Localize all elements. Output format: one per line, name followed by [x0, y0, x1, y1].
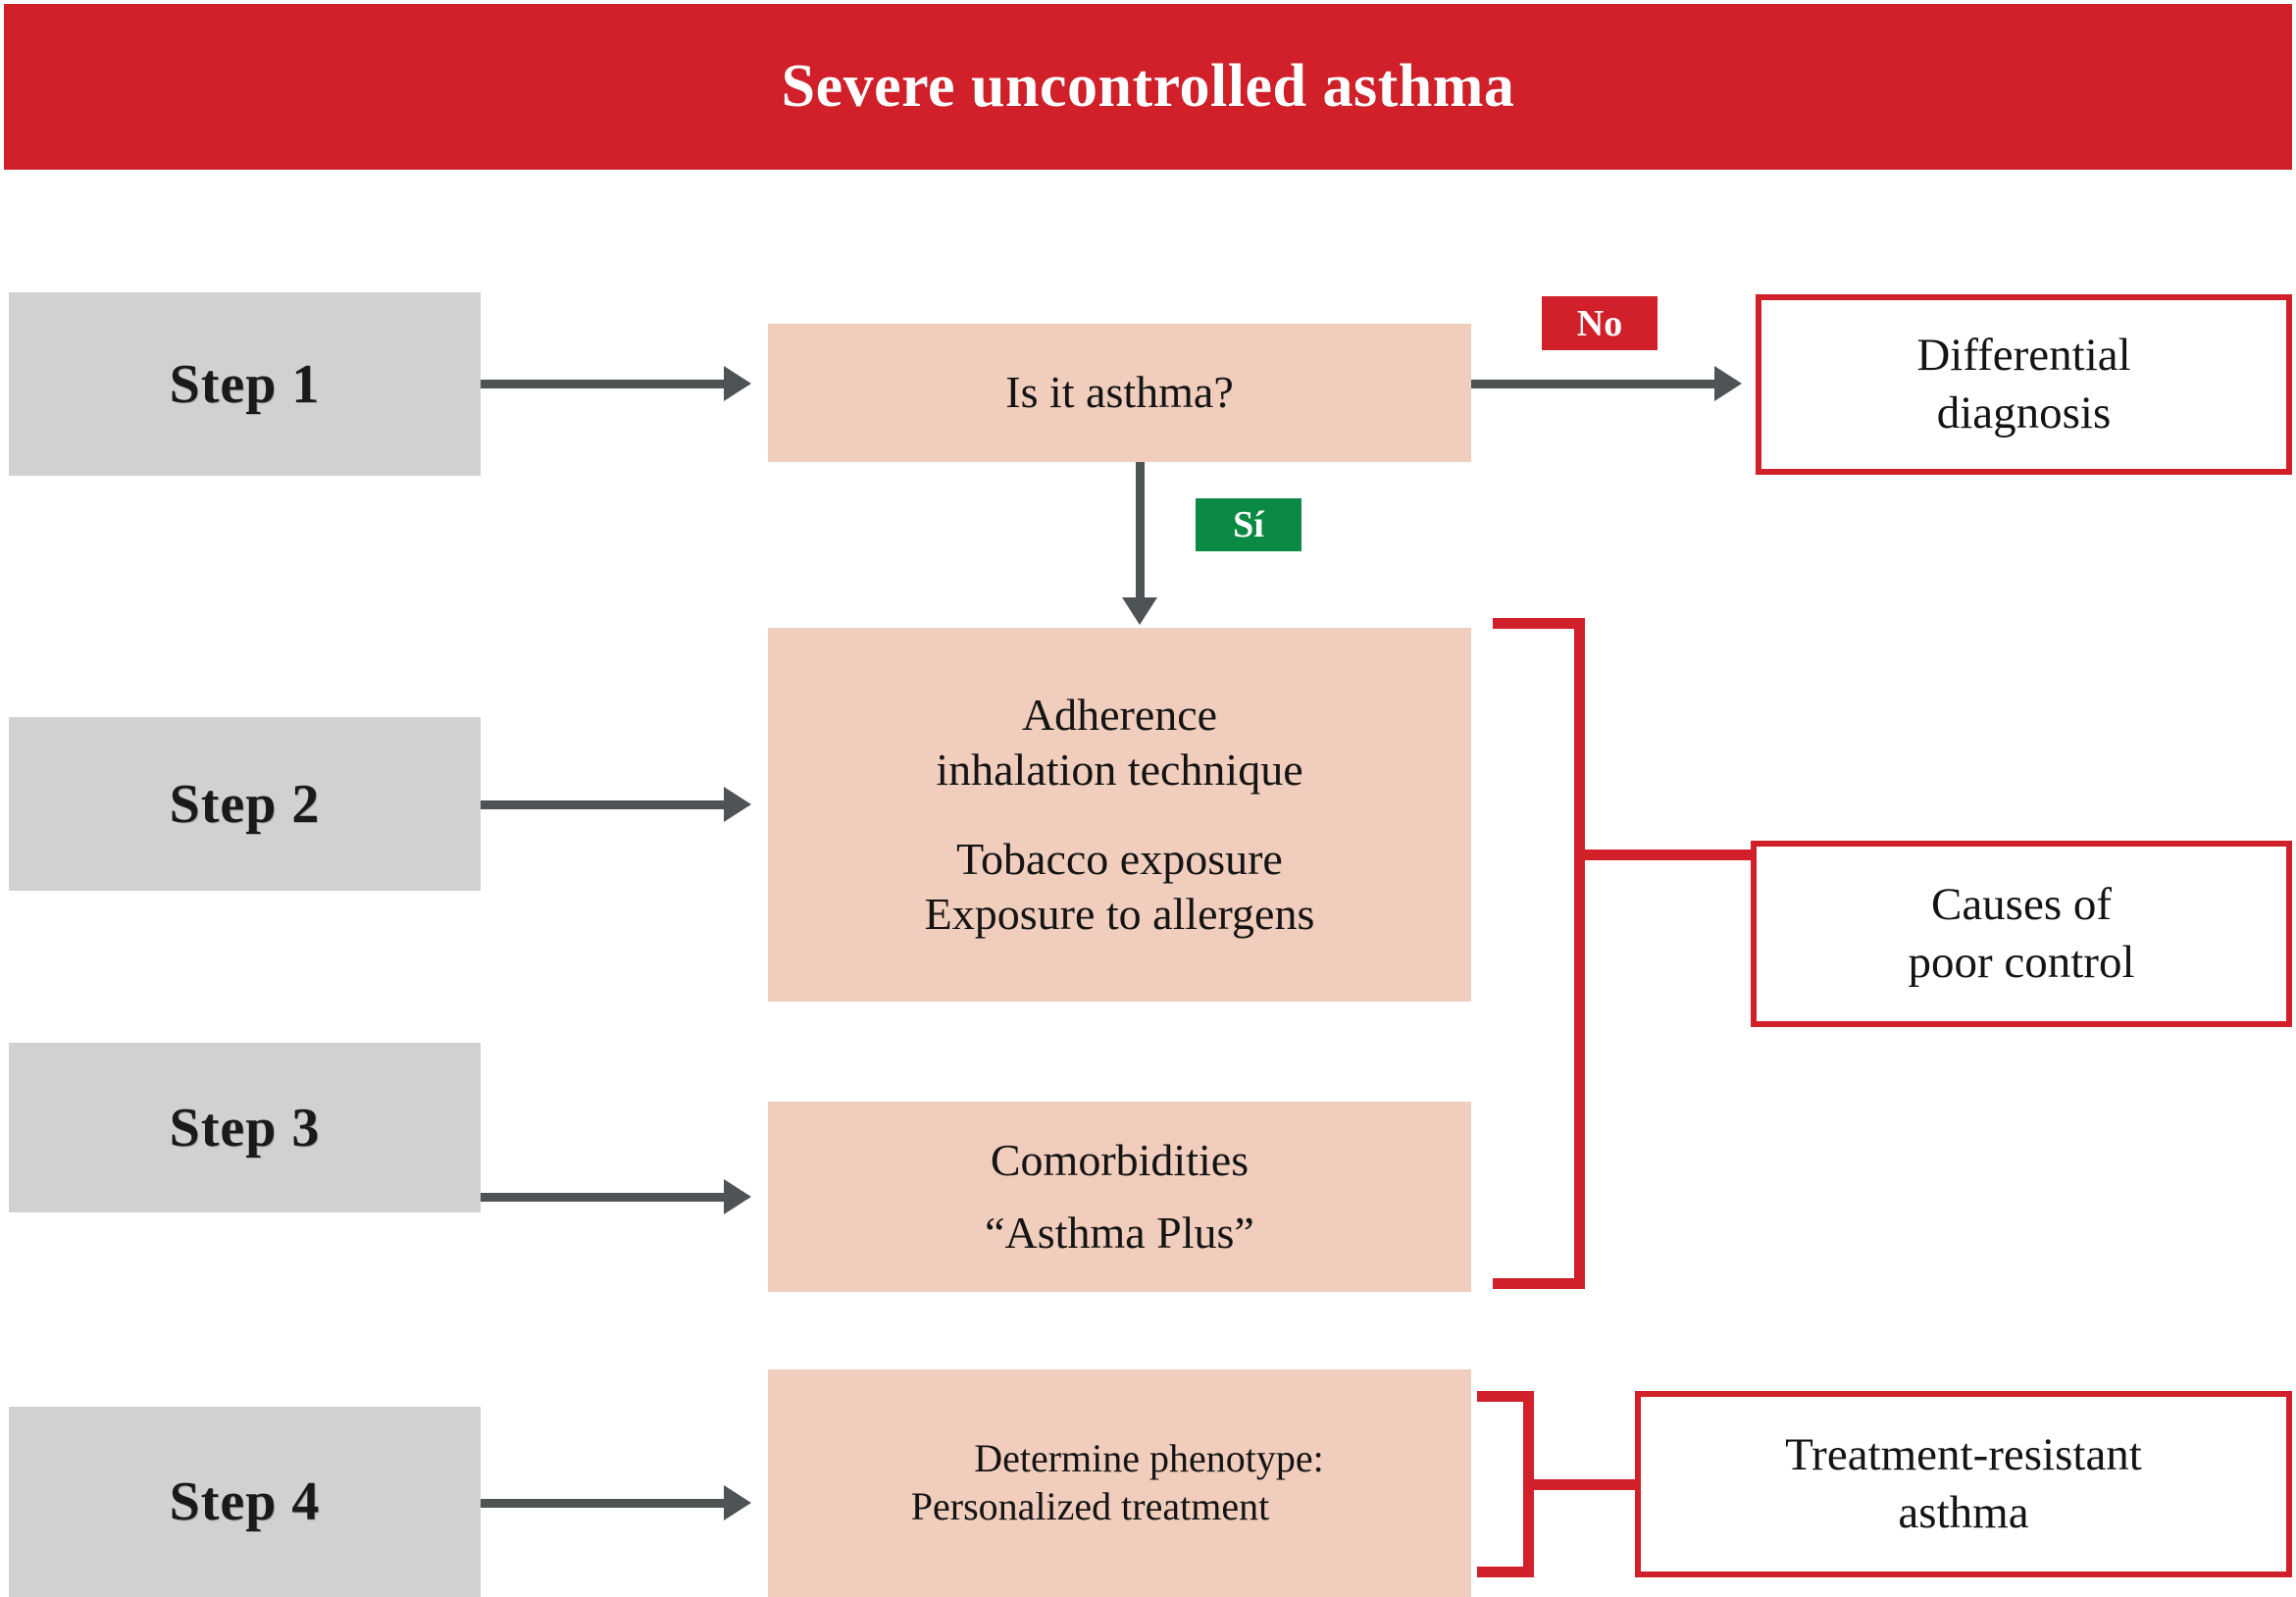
bracket-causes-bottom-stub	[1493, 1278, 1585, 1289]
step-box-1[interactable]: Step 1	[9, 292, 481, 476]
causes-line-1: Causes of	[1930, 879, 2113, 931]
treatment-resistant-line-1: Treatment-resistant	[1785, 1429, 2142, 1481]
decision-badge-no: No	[1542, 296, 1658, 350]
arrow-step1-to-question	[481, 366, 751, 401]
causes-line-2: poor control	[1908, 937, 2135, 988]
step-box-4[interactable]: Step 4	[9, 1407, 481, 1597]
arrow-no-branch	[1471, 366, 1742, 401]
arrow-step4-to-phenotype	[481, 1485, 751, 1520]
step-box-3[interactable]: Step 3	[9, 1043, 481, 1212]
differential-line-2: diagnosis	[1936, 387, 2112, 438]
arrow-step2-to-adherence	[481, 787, 751, 822]
bracket-causes-top-stub	[1493, 618, 1585, 629]
arrow-step3-to-comorbidities	[481, 1179, 751, 1214]
process-box-is-it-asthma[interactable]: Is it asthma?	[768, 324, 1471, 462]
adherence-line-1: Adherence	[1021, 690, 1218, 741]
step-label-4: Step 4	[169, 1471, 321, 1532]
process-box-adherence[interactable]: Adherence inhalation technique Tobacco e…	[768, 628, 1471, 1002]
outcome-box-differential-diagnosis[interactable]: Differential diagnosis	[1756, 294, 2292, 475]
arrow-yes-branch	[1122, 462, 1157, 625]
outcome-box-causes-poor-control[interactable]: Causes of poor control	[1751, 841, 2292, 1027]
step-label-3: Step 3	[169, 1097, 321, 1159]
comorbidities-line-1: Comorbidities	[990, 1134, 1250, 1185]
treatment-resistant-line-2: asthma	[1898, 1487, 2029, 1538]
bracket-causes-connector	[1574, 850, 1756, 860]
differential-line-1: Differential	[1916, 330, 2131, 382]
step-box-2[interactable]: Step 2	[9, 717, 481, 891]
bracket-treatment-connector	[1523, 1479, 1641, 1490]
decision-badge-yes: Sí	[1196, 498, 1301, 551]
step-label-1: Step 1	[169, 353, 321, 415]
adherence-line-2: inhalation technique	[936, 745, 1303, 796]
outcome-box-treatment-resistant-asthma[interactable]: Treatment-resistant asthma	[1635, 1391, 2292, 1577]
adherence-line-4: Exposure to allergens	[924, 888, 1315, 939]
process-box-comorbidities[interactable]: Comorbidities “Asthma Plus”	[768, 1102, 1471, 1292]
bracket-treatment-top-stub	[1477, 1391, 1534, 1402]
bracket-causes-spine	[1574, 618, 1585, 1289]
phenotype-line-1: Determine phenotype:	[974, 1436, 1324, 1481]
is-it-asthma-text: Is it asthma?	[1005, 367, 1234, 418]
bracket-treatment-bottom-stub	[1477, 1567, 1534, 1577]
phenotype-line-2: Personalized treatment	[910, 1484, 1270, 1528]
comorbidities-line-2: “Asthma Plus”	[985, 1208, 1254, 1258]
step-label-2: Step 2	[169, 773, 321, 835]
page-title: Severe uncontrolled asthma	[781, 53, 1515, 120]
process-box-phenotype[interactable]: Determine phenotype: Personalized treatm…	[768, 1369, 1471, 1597]
header-banner: Severe uncontrolled asthma	[4, 4, 2292, 170]
adherence-line-3: Tobacco exposure	[956, 833, 1283, 884]
